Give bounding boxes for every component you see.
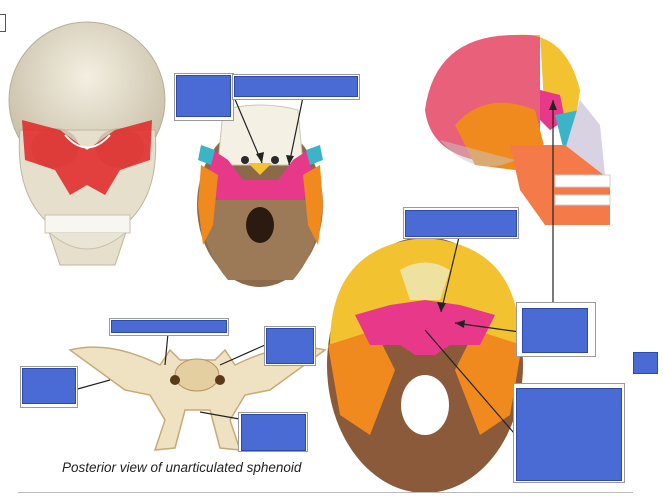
label-box-3[interactable] bbox=[405, 210, 517, 237]
label-box-1[interactable] bbox=[176, 75, 231, 117]
label-box-7[interactable] bbox=[111, 320, 227, 333]
lateral-skull-illustration bbox=[425, 34, 611, 225]
label-box-2[interactable] bbox=[234, 76, 358, 97]
label-box-10[interactable] bbox=[241, 414, 306, 451]
window-corner-marker bbox=[0, 14, 6, 32]
cranial-floor-illustration bbox=[327, 237, 523, 493]
label-box-4[interactable] bbox=[522, 308, 588, 353]
label-box-6[interactable] bbox=[516, 388, 622, 481]
sphenoid-bone-highlight bbox=[22, 120, 152, 195]
bottom-divider bbox=[18, 492, 633, 493]
label-box-8[interactable] bbox=[266, 328, 314, 364]
label-box-9[interactable] bbox=[22, 368, 76, 404]
posterior-sphenoid-illustration bbox=[68, 346, 327, 451]
sphenoid-caption: Posterior view of unarticulated sphenoid bbox=[62, 460, 302, 475]
anterior-skull-illustration bbox=[8, 21, 166, 266]
label-box-5[interactable] bbox=[633, 352, 658, 374]
inferior-skull-illustration bbox=[197, 104, 323, 287]
